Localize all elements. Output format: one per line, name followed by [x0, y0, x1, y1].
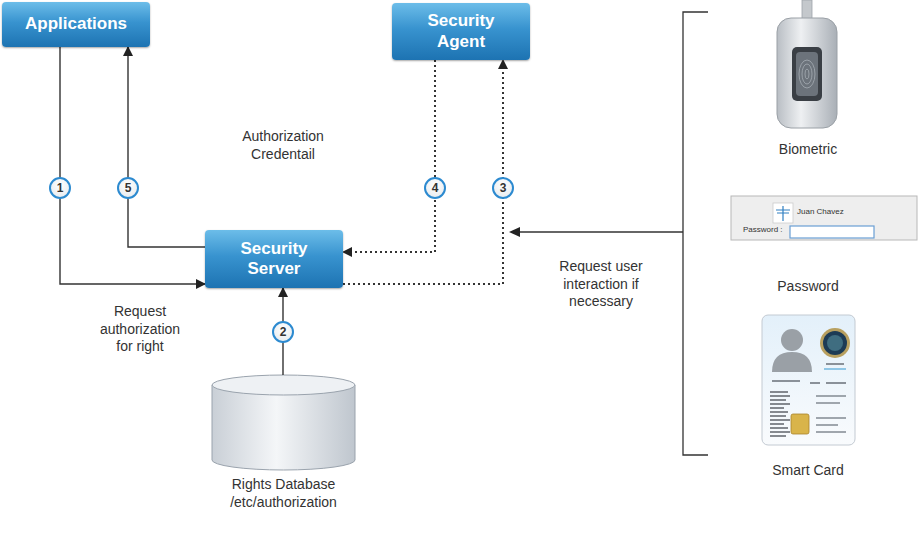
password-device: Juan ChavezPassword : Password	[728, 194, 918, 294]
database-cylinder	[212, 375, 355, 470]
box-label: Applications	[25, 14, 127, 34]
flow-arrow	[128, 47, 205, 247]
box-label: Security Agent	[411, 11, 511, 52]
flow-arrow	[60, 47, 205, 284]
callout-number: 2	[272, 321, 294, 343]
edge-note: Authorization Credentail	[228, 128, 338, 163]
process-box: Security Server	[205, 230, 343, 288]
database-caption: Rights Database /etc/authorization	[212, 476, 355, 511]
biometric-device: Biometric	[757, 0, 859, 160]
device-caption: Password	[728, 278, 888, 296]
callout-number: 1	[49, 177, 71, 199]
user-name: Juan Chavez	[797, 207, 877, 217]
field-label: Password :	[743, 225, 789, 235]
callout-number: 5	[117, 177, 139, 199]
box-label: Security Server	[224, 239, 324, 280]
callout-number: 3	[492, 177, 514, 199]
smartcard-device: Smart Card	[757, 312, 859, 480]
callout-number: 4	[424, 177, 446, 199]
device-caption: Biometric	[757, 141, 859, 159]
process-box: Applications	[2, 2, 150, 47]
device-caption: Smart Card	[757, 462, 859, 480]
edge-note: Request user interaction if necessary	[556, 258, 646, 311]
fingerprint-reader	[777, 0, 837, 128]
bracket	[509, 12, 708, 455]
process-box: Security Agent	[392, 3, 530, 60]
smart-card	[762, 315, 855, 445]
dotted-arrow	[343, 60, 503, 284]
database-cylinder: Rights Database /etc/authorization	[212, 375, 355, 520]
edge-note: Request authorization for right	[90, 303, 190, 356]
dotted-arrow	[343, 60, 435, 252]
login-panel	[731, 196, 917, 240]
